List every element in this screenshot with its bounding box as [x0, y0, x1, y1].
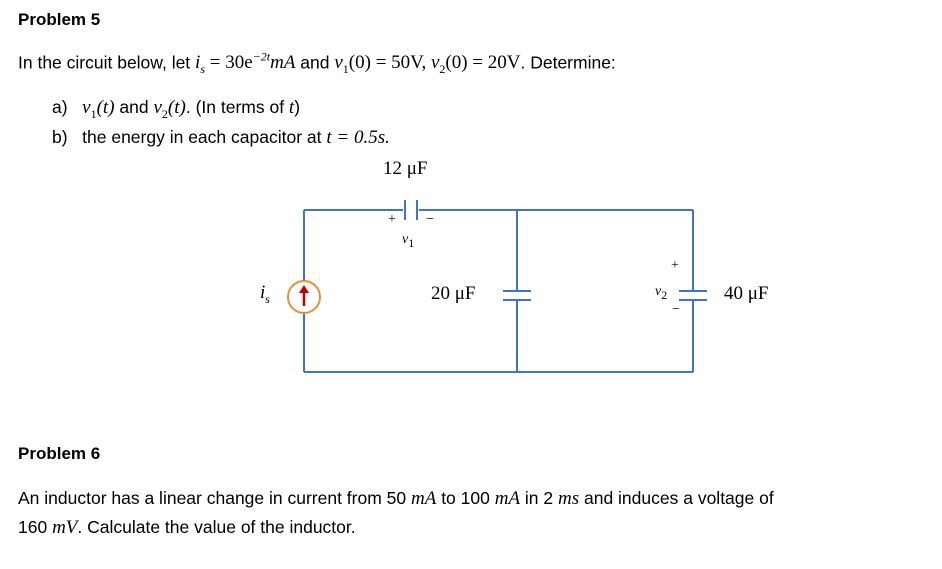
problem-5-intro: In the circuit below, let is = 30e−2tmA … [18, 50, 616, 77]
p6-text-b: to 100 [436, 488, 495, 508]
v1-initial: (0) = 50V, [348, 52, 431, 74]
p6-text-d: and induces a voltage of [579, 488, 774, 508]
cap3-voltage-symbol: v [655, 284, 662, 299]
v2-symbol: v [430, 52, 440, 74]
cap3-voltage-sub: 2 [661, 287, 668, 302]
p6-text-c: in 2 [520, 488, 558, 508]
current-source [287, 280, 321, 314]
intro-suffix: . Determine: [520, 52, 616, 73]
p6-unit-ma-1: mA [411, 488, 437, 509]
problem-6-title: Problem 6 [18, 444, 101, 463]
problem-5-title: Problem 5 [18, 10, 101, 29]
cap1-minus: − [426, 212, 434, 227]
problem-6-line-2: 160 mV. Calculate the value of the induc… [18, 517, 356, 539]
cap3-voltage: v2 [655, 284, 667, 303]
p6-text-f: . Calculate the value of the inductor. [77, 517, 356, 537]
part-a-close: ) [294, 97, 301, 117]
p6-text-e: 160 [18, 517, 53, 537]
part-b-math: t = 0.5s. [326, 127, 390, 148]
cap2-value: 20 μF [431, 283, 476, 304]
problem-6-line-1: An inductor has a linear change in curre… [18, 488, 774, 510]
capacitor-20uF [503, 290, 531, 301]
circuit-wires [303, 209, 694, 373]
capacitor-40uF [679, 290, 707, 301]
cap3-minus: − [672, 302, 680, 317]
intro-prefix: In the circuit below, let [18, 52, 196, 73]
v2-subscript: 2 [439, 62, 446, 77]
source-label-symbol: i [260, 282, 266, 303]
source-label: is [260, 282, 270, 307]
is-value: = 30e [205, 52, 253, 74]
cap1-voltage: v1 [402, 232, 414, 251]
p6-text-a: An inductor has a linear change in curre… [18, 488, 411, 508]
v1-subscript: 1 [342, 62, 349, 77]
part-a-t: t [288, 97, 295, 118]
part-b-label: b) [52, 127, 68, 147]
cap1-voltage-sub: 1 [408, 235, 415, 250]
cap1-voltage-symbol: v [402, 232, 409, 247]
part-a-v2-sub: 2 [161, 106, 168, 121]
part-a-label: a) [52, 97, 68, 117]
p6-unit-mv: mV [52, 517, 78, 538]
cap3-plus: + [671, 258, 679, 273]
part-a-v1-sub: 1 [90, 106, 97, 121]
cap1-value: 12 μF [383, 158, 428, 179]
source-label-sub: s [265, 291, 270, 306]
part-a-tail: . (In terms of [185, 97, 289, 117]
v2-initial: (0) = 20V [445, 52, 521, 74]
part-a-v2: v [153, 97, 162, 118]
v1-symbol: v [334, 52, 343, 74]
p6-unit-ms: ms [558, 488, 580, 509]
is-subscript: s [200, 62, 205, 77]
part-a-v2-rest: (t) [167, 97, 186, 118]
part-a-v1-rest: (t) [96, 97, 115, 118]
is-unit: mA [270, 52, 296, 74]
part-a: a) v1(t) and v2(t). (In terms of t) [52, 97, 300, 122]
cap1-plus: + [388, 212, 396, 227]
p6-unit-ma-2: mA [494, 488, 521, 509]
capacitor-12uF [404, 200, 418, 220]
part-b-text: the energy in each capacitor at [82, 127, 327, 147]
arrow-head-icon [299, 285, 309, 293]
is-exponent: −2t [252, 50, 271, 64]
part-a-v1: v [82, 97, 91, 118]
cap3-value: 40 μF [724, 283, 769, 304]
part-a-and: and [114, 97, 154, 117]
intro-and: and [295, 52, 335, 73]
part-b: b) the energy in each capacitor at t = 0… [52, 127, 390, 149]
is-symbol: i [195, 52, 201, 74]
